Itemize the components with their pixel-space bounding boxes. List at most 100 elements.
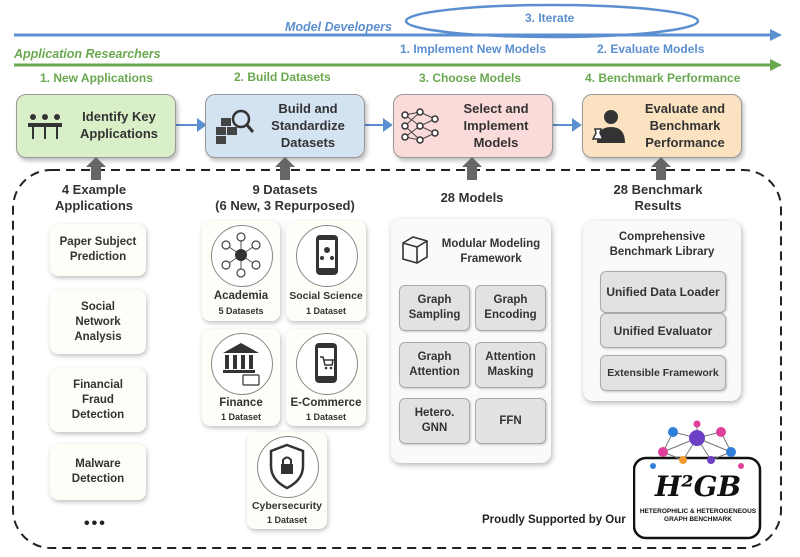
dataset-e-commerce: E-Commerce 1 Dataset xyxy=(286,329,366,426)
module-4-l2: Masking xyxy=(487,366,534,378)
dataset-finance: Finance 1 Dataset xyxy=(202,329,280,426)
dataset-cybersecurity-count: 1 Dataset xyxy=(266,515,308,525)
library-title-l1: Comprehensive xyxy=(618,231,706,243)
dataset-e-commerce-name: E-Commerce xyxy=(290,397,362,409)
stage-2-line3: Datasets xyxy=(280,135,336,150)
step-benchmark-performance: 4. Benchmark Performance xyxy=(585,71,741,85)
app-4-l1: Malware xyxy=(75,458,121,470)
stage-4-line3: Performance xyxy=(645,135,725,150)
stage-select-models: Select and Implement Models xyxy=(393,94,553,158)
dataset-finance-name: Finance xyxy=(219,397,263,409)
up-arrow-1 xyxy=(86,157,106,167)
data-search-icon xyxy=(216,109,254,144)
module-2-l2: Encoding xyxy=(484,309,537,321)
dataset-social-science-name: Social Science xyxy=(289,290,363,302)
dataset-finance-count: 1 Dataset xyxy=(220,412,262,422)
h2gb-logo-text: H²GB xyxy=(654,470,742,503)
step-build-datasets: 2. Build Datasets xyxy=(234,70,331,84)
framework-title-l2: Framework xyxy=(460,253,522,265)
module-5-l1: Hetero. xyxy=(414,407,455,419)
model-developers-label: Model Developers xyxy=(285,20,392,34)
applications-count-l2: Applications xyxy=(54,198,133,213)
module-hetero-gnn: Hetero. GNN xyxy=(399,398,470,444)
framework-title-l1: Modular Modeling xyxy=(441,238,541,250)
app-4-l2: Detection xyxy=(71,473,125,485)
stage-4-line1: Evaluate and xyxy=(644,101,726,116)
dataset-social-science: Social Science 1 Dataset xyxy=(286,221,366,321)
app-3-l3: Detection xyxy=(71,408,125,421)
stage-4-line2: Benchmark xyxy=(649,118,721,133)
up-arrow-3 xyxy=(462,157,482,167)
stage-build-datasets: Build and Standardize Datasets xyxy=(205,94,365,158)
cube-icon xyxy=(402,236,428,264)
framework-title: Modular Modeling Framework xyxy=(435,237,547,267)
dashed-frame xyxy=(12,169,782,549)
developer-arrowhead xyxy=(770,29,782,41)
app-1-l1: Paper Subject xyxy=(59,236,137,248)
implement-label: 1. Implement New Models xyxy=(400,42,547,56)
phone-cart-icon xyxy=(315,343,337,383)
datasets-count-l1: 9 Datasets xyxy=(252,182,318,197)
results-count-l1: 28 Benchmark xyxy=(613,182,703,197)
dataset-cybersecurity-name: Cybersecurity xyxy=(251,500,323,512)
support-text: Proudly Supported by Our xyxy=(482,514,626,526)
dataset-social-science-count: 1 Dataset xyxy=(305,306,347,316)
module-5-l2: GNN xyxy=(421,422,448,434)
module-3-l1: Graph xyxy=(417,351,452,363)
module-3-l2: Attention xyxy=(409,366,460,378)
dataset-cybersecurity: Cybersecurity 1 Dataset xyxy=(247,432,327,529)
stage-1-line2: Applications xyxy=(79,126,158,141)
application-researchers-label: Application Researchers xyxy=(14,47,161,61)
app-2-l1: Social xyxy=(81,300,115,313)
dataset-e-commerce-count: 1 Dataset xyxy=(305,412,347,422)
results-count: 28 Benchmark Results xyxy=(598,182,718,214)
up-arrow-4 xyxy=(651,157,671,167)
stage-3-line1: Select and xyxy=(463,101,529,116)
models-count: 28 Models xyxy=(440,190,504,205)
results-count-l2: Results xyxy=(634,198,682,213)
app-2-l3: Analysis xyxy=(74,330,122,343)
stage-evaluate-benchmark: Evaluate and Benchmark Performance xyxy=(582,94,742,158)
meeting-icon xyxy=(28,114,62,139)
stage-3-line3: Models xyxy=(473,135,519,150)
stage-identify-applications: Identify Key Applications xyxy=(16,94,176,158)
module-6-l1: FFN xyxy=(499,414,522,427)
h2gb-logo-subtitle: HETEROPHILIC & HETEROGENEOUS GRAPH BENCH… xyxy=(633,508,763,524)
h2gb-logo: H²GB HETEROPHILIC & HETEROGENEOUS GRAPH … xyxy=(633,420,763,540)
app-1-l2: Prediction xyxy=(69,251,127,263)
dataset-academia-count: 5 Datasets xyxy=(218,306,264,316)
datasets-count-l2: (6 New, 3 Repurposed) xyxy=(215,198,355,213)
h2gb-logo-sub2: GRAPH BENCHMARK xyxy=(664,516,732,523)
app-2-l2: Network xyxy=(75,315,121,328)
module-1-l1: Graph xyxy=(417,294,452,306)
app-3-l1: Financial xyxy=(73,378,123,391)
scientist-icon xyxy=(591,110,625,143)
library-title-l2: Benchmark Library xyxy=(609,246,715,258)
iterate-label: 3. Iterate xyxy=(525,11,575,25)
step-choose-models: 3. Choose Models xyxy=(419,71,522,85)
up-arrow-2-stem xyxy=(280,166,290,180)
library-unified-data-loader: Unified Data Loader xyxy=(600,271,726,313)
applications-count: 4 Example Applications xyxy=(34,182,154,214)
neural-network-icon xyxy=(401,108,439,144)
evaluate-label: 2. Evaluate Models xyxy=(597,42,705,56)
iterate-loop xyxy=(404,3,700,39)
dataset-academia: Academia 5 Datasets xyxy=(202,221,280,321)
dataset-academia-name: Academia xyxy=(213,290,269,302)
library-extensible-framework: Extensible Framework xyxy=(600,355,726,391)
h2gb-logo-sub1: HETEROPHILIC & HETEROGENEOUS xyxy=(639,508,757,515)
module-1-l2: Sampling xyxy=(408,309,461,321)
up-arrow-2 xyxy=(275,157,295,167)
stage-3-line2: Implement xyxy=(463,118,529,133)
stage-2-line1: Build and xyxy=(278,101,338,116)
module-4-l1: Attention xyxy=(485,351,536,363)
library-unified-evaluator: Unified Evaluator xyxy=(600,313,726,348)
